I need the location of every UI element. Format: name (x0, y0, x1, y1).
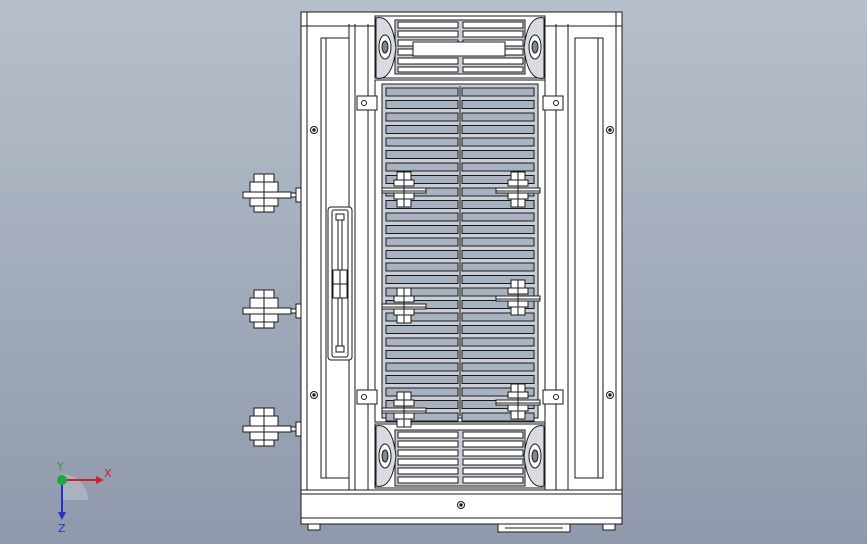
fin (385, 125, 459, 134)
fin (385, 162, 459, 172)
z-axis-head (58, 512, 66, 520)
fin (385, 350, 459, 359)
y-axis-label: Y (56, 460, 64, 473)
fin (461, 162, 535, 172)
z-axis-label: Z (58, 522, 66, 535)
fin (385, 212, 459, 222)
fin (385, 237, 459, 247)
fin (461, 325, 535, 334)
fin (461, 337, 535, 347)
right-side-panel (544, 24, 604, 490)
fin (461, 212, 535, 222)
fin (461, 150, 535, 159)
clamp-bolt (495, 279, 541, 316)
fin (461, 350, 535, 359)
fin (385, 375, 459, 384)
clamp-bolt (495, 383, 541, 420)
fin (385, 150, 459, 159)
fin (385, 275, 459, 284)
fin (385, 137, 459, 147)
fin (461, 275, 535, 284)
level-gauge (327, 206, 353, 361)
fin (385, 87, 459, 97)
fin (461, 175, 535, 184)
fin (461, 312, 535, 322)
fin (385, 287, 459, 297)
fin (385, 337, 459, 347)
fin (461, 125, 535, 134)
x-axis-label: X (104, 467, 112, 480)
fin (461, 200, 535, 209)
fin (385, 112, 459, 122)
fin (461, 387, 535, 397)
fin (385, 225, 459, 234)
side-fitting (242, 289, 302, 329)
fin (385, 250, 459, 259)
coordinate-triad: X Y Z (56, 460, 112, 535)
fin (461, 237, 535, 247)
fin (385, 100, 459, 109)
y-axis-dot (57, 475, 67, 485)
clamp-bolt (381, 391, 427, 428)
fin (461, 112, 535, 122)
side-fittings (242, 173, 302, 447)
fin (461, 412, 535, 422)
panel-screws (310, 126, 614, 399)
fin (385, 362, 459, 372)
side-fitting (242, 173, 302, 213)
side-fitting (242, 407, 302, 447)
top-fan-assembly (374, 15, 546, 79)
x-axis-head (96, 476, 104, 484)
fin (461, 137, 535, 147)
fin (461, 262, 535, 272)
fin (461, 87, 535, 97)
heatsink-fins (385, 87, 535, 422)
fin (385, 200, 459, 209)
fin (385, 175, 459, 184)
fin (461, 250, 535, 259)
clamp-bolt (381, 287, 427, 324)
fin (461, 225, 535, 234)
fin (385, 312, 459, 322)
fin (461, 362, 535, 372)
fin (385, 262, 459, 272)
fin (385, 325, 459, 334)
clamp-bolt (381, 171, 427, 208)
bottom-fan-assembly (374, 423, 546, 489)
fin (385, 387, 459, 397)
fin (461, 100, 535, 109)
terminal-clamps (381, 171, 541, 428)
clamp-bolt (495, 171, 541, 208)
fin (461, 375, 535, 384)
